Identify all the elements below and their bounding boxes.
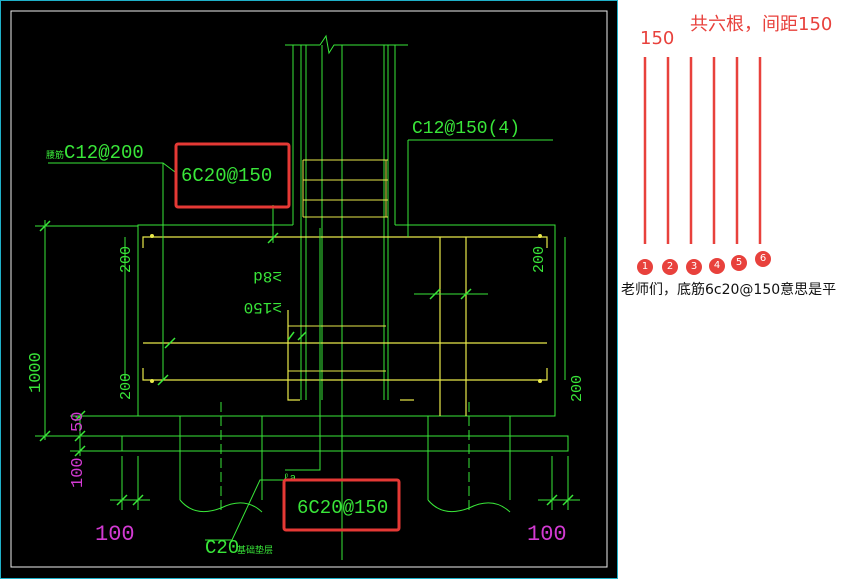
pile-left	[179, 402, 263, 513]
annotation-title: 共六根，间距150	[690, 14, 833, 35]
dim-100-bottom-left: 100	[95, 522, 135, 547]
column-rebar	[300, 45, 389, 560]
label-cushion-suffix: 基础垫层	[237, 544, 273, 556]
dim-50: 50	[69, 412, 88, 432]
leader-ticks	[157, 232, 472, 386]
question-text: 老师们，底筋6c20@150意思是平	[621, 282, 837, 298]
dim-200-top-right: 200	[531, 246, 548, 273]
label-top-rebar: 6C20@150	[181, 165, 272, 187]
marker-6: 6	[755, 251, 771, 267]
column-outline	[285, 34, 408, 225]
label-waist-rebar: C12@200	[64, 142, 144, 164]
column-stirrups	[288, 159, 388, 372]
rebar-note-8d: ≥8d	[253, 267, 282, 285]
label-cushion: C20	[205, 537, 239, 559]
drawing-frame	[10, 10, 608, 568]
dim-200-bottom-left: 200	[118, 373, 135, 400]
dim-200-top-left: 200	[118, 246, 135, 273]
marker-2: 2	[662, 259, 678, 275]
pile-right	[427, 402, 511, 513]
footing-dots	[150, 234, 542, 383]
annotation-bars	[643, 57, 762, 244]
label-bottom-rebar: 6C20@150	[297, 497, 388, 519]
highlight-box-bottom	[282, 478, 401, 532]
marker-4: 4	[709, 258, 725, 274]
marker-5: 5	[731, 255, 747, 271]
marker-1: 1	[637, 259, 653, 275]
annotation-spacing: 150	[640, 28, 675, 49]
highlight-box-top	[174, 142, 291, 209]
dim-200-bottom-right: 200	[569, 375, 586, 402]
leader-lines	[48, 139, 553, 541]
footing-outline	[121, 224, 569, 452]
label-stirrup-rebar: C12@150(4)	[412, 119, 520, 139]
dim-100-vertical: 100	[69, 457, 88, 488]
dim-100-bottom-right: 100	[527, 522, 567, 547]
rebar-note-150: ≥150	[244, 298, 282, 316]
dimension-ticks	[39, 220, 574, 506]
marker-3: 3	[686, 259, 702, 275]
label-top-left-prefix: 腰筋	[46, 149, 64, 161]
cad-background	[0, 0, 618, 579]
dim-total-height: 1000	[27, 352, 46, 393]
